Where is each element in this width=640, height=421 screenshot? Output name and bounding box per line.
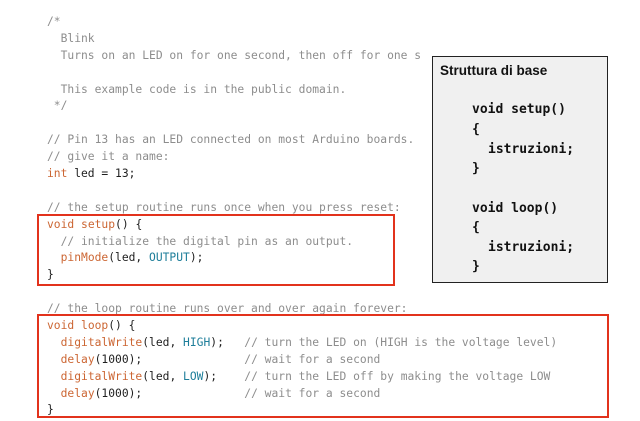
structure-panel-line: void loop() (472, 201, 559, 216)
code-token: Turns on an LED on for one second, then … (47, 48, 422, 62)
code-token: // the loop routine runs over and over a… (47, 302, 408, 316)
code-token: () { (108, 319, 136, 333)
code-token: ); (189, 251, 204, 265)
structure-panel-line: { (472, 122, 480, 137)
code-token: This example code is in the public domai… (47, 82, 347, 96)
code-line: // initialize the digital pin as an outp… (47, 234, 557, 251)
code-line: Blink (47, 31, 557, 48)
structure-panel-line: void setup() (472, 102, 566, 117)
structure-panel-line: } (472, 259, 480, 274)
code-token: Blink (47, 31, 95, 45)
code-token: (led, (142, 335, 184, 349)
code-line: digitalWrite(led, HIGH); // turn the LED… (47, 335, 558, 352)
code-line: // the setup routine runs once when you … (47, 200, 557, 217)
code-token: // wait for a second (244, 386, 381, 400)
code-token: // Pin 13 has an LED connected on most A… (47, 133, 415, 147)
code-line: /* (47, 14, 557, 31)
code-token: setup (81, 217, 116, 231)
code-token: HIGH (183, 335, 211, 349)
code-token: int (47, 167, 68, 181)
structure-panel-line: } (472, 161, 480, 176)
structure-panel-line: { (472, 220, 480, 235)
code-token: } (47, 403, 54, 417)
code-listing: /* Blink Turns on an LED on for one seco… (47, 14, 557, 419)
code-token: // initialize the digital pin as an outp… (47, 234, 354, 248)
code-token: // give it a name: (47, 150, 170, 164)
code-token: (led, (108, 251, 150, 265)
code-token: (led, (142, 369, 184, 383)
code-token: void (47, 319, 75, 333)
code-token: OUTPUT (149, 251, 190, 265)
code-line: Turns on an LED on for one second, then … (47, 48, 557, 65)
code-token: digitalWrite (60, 369, 143, 383)
code-token: delay (60, 386, 95, 400)
code-line: void setup() { (47, 217, 557, 234)
code-token: () { (115, 217, 143, 231)
code-token: LOW (183, 369, 204, 383)
code-line: } (47, 267, 557, 284)
code-token: ); (203, 369, 245, 383)
code-line: void loop() { (47, 318, 557, 335)
structure-panel-line: istruzioni; (488, 240, 575, 255)
code-token: (1000); (94, 386, 245, 400)
setup-highlight-box (37, 214, 395, 286)
code-line: delay(1000); // wait for a second (47, 386, 557, 403)
code-token: void (47, 217, 75, 231)
code-token: // turn the LED off by making the voltag… (244, 369, 551, 383)
code-token: /* (47, 15, 61, 28)
code-token: digitalWrite (60, 335, 143, 349)
code-token: led = 13; (67, 167, 136, 181)
code-line: // give it a name: (47, 149, 557, 166)
loop-highlight-box (37, 314, 609, 418)
code-token: delay (60, 352, 95, 366)
code-line: // Pin 13 has an LED connected on most A… (47, 132, 557, 149)
code-line: } (47, 402, 557, 419)
code-line: int led = 13; (47, 166, 557, 183)
structure-panel: Struttura di base void setup() { istruzion… (432, 56, 608, 283)
code-token: } (47, 268, 54, 282)
code-line: This example code is in the public domai… (47, 82, 557, 99)
code-token: // the setup routine runs once when you … (47, 200, 401, 214)
code-token: (1000); (94, 352, 245, 366)
structure-panel-title: Struttura di base (440, 63, 548, 78)
code-token: */ (47, 99, 68, 113)
code-line: */ (47, 98, 557, 115)
code-line: pinMode(led, OUTPUT); (47, 250, 557, 267)
code-token: // turn the LED on (HIGH is the voltage … (244, 335, 558, 349)
code-token: // wait for a second (244, 352, 381, 366)
code-line: delay(1000); // wait for a second (47, 352, 557, 369)
code-line: // the loop routine runs over and over a… (47, 301, 557, 318)
structure-panel-line: istruzioni; (488, 142, 575, 157)
code-token: ); (210, 335, 245, 349)
code-token: pinMode (60, 251, 109, 265)
code-line: digitalWrite(led, LOW); // turn the LED … (47, 369, 557, 386)
code-token: loop (81, 319, 109, 333)
code-line (47, 284, 557, 301)
